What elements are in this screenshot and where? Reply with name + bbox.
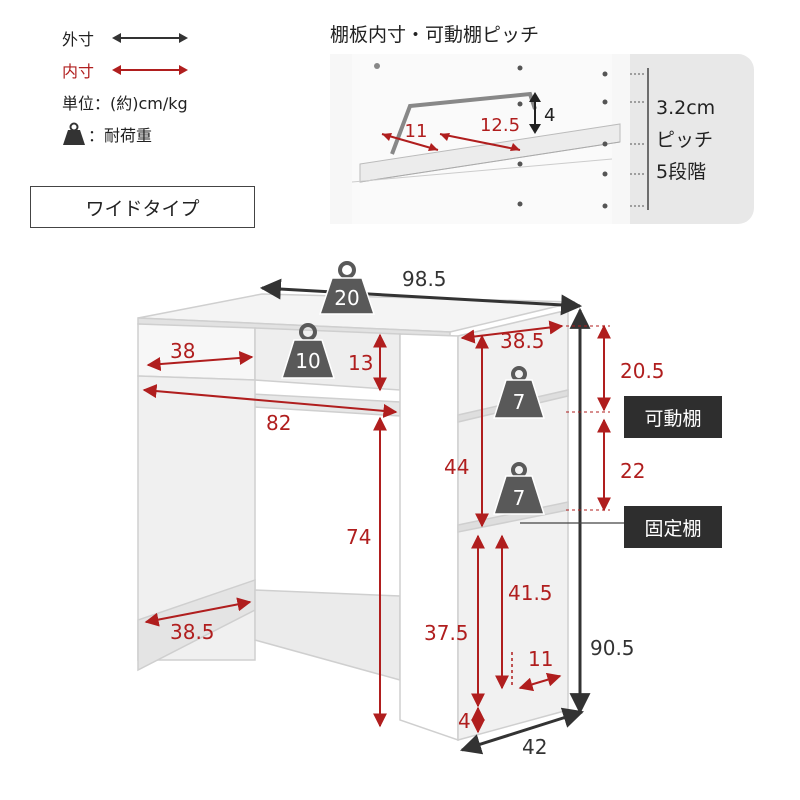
inner-arrow-icon xyxy=(112,65,188,75)
bottom-gap-value: 4 xyxy=(458,709,471,733)
load-top-value: 20 xyxy=(334,286,359,310)
load-upper-shelf-value: 10 xyxy=(295,349,320,373)
inner-height-value: 74 xyxy=(346,525,371,549)
bottom-depth-value: 11 xyxy=(528,647,553,671)
detail-width-value: 12.5 xyxy=(480,115,520,136)
furniture-diagram: 20 10 7 7 98.5 90.5 42 38 13 82 74 38.5 … xyxy=(137,261,665,759)
inner-width-arrow xyxy=(142,384,398,418)
fixed-shelf-tag: 固定棚 xyxy=(624,506,722,548)
load-label: ：耐荷重 xyxy=(88,126,153,145)
pitch-line1: 3.2cm xyxy=(656,97,715,119)
width-value: 98.5 xyxy=(402,267,447,291)
load-movable-value: 7 xyxy=(513,390,526,414)
right-total-height-value: 44 xyxy=(444,455,469,479)
load-fixed-value: 7 xyxy=(513,486,526,510)
top-shelf-depth-value: 38 xyxy=(170,339,195,363)
weight-icon-upper-shelf: 10 xyxy=(280,323,336,379)
weight-icon-movable: 7 xyxy=(492,366,546,419)
legend-outer: 外寸 xyxy=(62,26,188,50)
detail-depth-value: 11 xyxy=(405,121,428,142)
outer-arrow-icon xyxy=(112,33,188,43)
right-lower-total-value: 37.5 xyxy=(424,621,469,645)
right-upper-height-value: 20.5 xyxy=(620,359,665,383)
detail-depth-arrow xyxy=(381,133,439,151)
pitch-line2: ピッチ xyxy=(656,129,713,151)
detail-title: 棚板内寸・可動棚ピッチ xyxy=(330,24,540,46)
right-middle-height-value: 22 xyxy=(620,459,645,483)
depth-value: 42 xyxy=(522,735,547,759)
inner-width-value: 82 xyxy=(266,411,291,435)
width-arrow xyxy=(259,278,583,316)
unit-label: 単位：(約)cm/kg xyxy=(62,94,188,113)
pitch-line3: 5段階 xyxy=(656,161,706,183)
top-shelf-height-value: 13 xyxy=(348,351,373,375)
weight-icon xyxy=(63,122,85,145)
legend-inner-label: 内寸 xyxy=(62,62,95,81)
top-shelf-depth-arrow xyxy=(146,350,254,372)
type-label: ワイドタイプ xyxy=(30,186,255,228)
side-depth-value: 38.5 xyxy=(170,620,215,644)
movable-shelf-tag: 可動棚 xyxy=(624,396,722,438)
legend-outer-label: 外寸 xyxy=(62,30,95,49)
detail-height-value: 4 xyxy=(544,105,555,126)
depth-arrow xyxy=(459,707,585,755)
height-value: 90.5 xyxy=(590,636,635,660)
legend-load: ：耐荷重 xyxy=(62,122,152,146)
weight-icon-top: 20 xyxy=(318,261,376,315)
detail-width-arrow xyxy=(439,133,521,151)
legend-unit: 単位：(約)cm/kg xyxy=(62,90,188,114)
weight-icon-fixed: 7 xyxy=(492,462,546,515)
legend-inner: 内寸 xyxy=(62,58,188,82)
bottom-depth-arrow xyxy=(518,672,562,692)
right-shelf-width-value: 38.5 xyxy=(500,329,545,353)
side-depth-arrow xyxy=(144,597,252,627)
shelf-detail-panel: 11 12.5 4 3.2cm ピッチ 5段階 xyxy=(330,54,754,224)
right-lower-height-value: 41.5 xyxy=(508,581,553,605)
